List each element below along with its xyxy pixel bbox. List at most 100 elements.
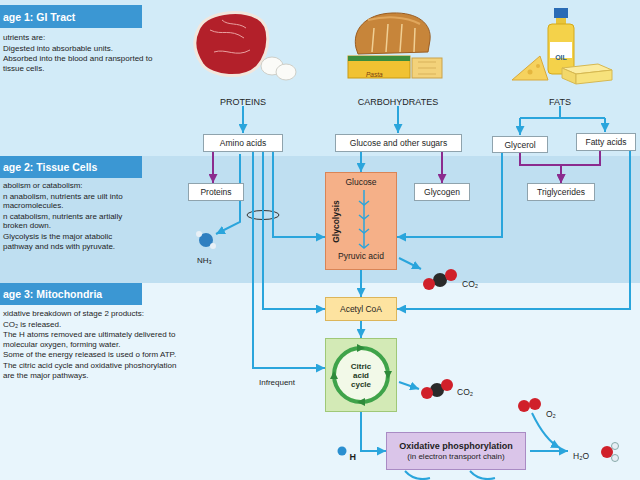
flow-line <box>519 118 521 135</box>
node-text: age 2: Tissue Cells <box>3 161 97 173</box>
flow-line <box>470 471 495 479</box>
stage-note: n anabolism, nutrients are uilt into mac… <box>3 192 128 211</box>
stage-notes: xidative breakdown of stage 2 products:C… <box>3 309 185 381</box>
flow-arrow <box>212 152 214 183</box>
package-text: Pasta <box>366 71 383 78</box>
bread-pasta-illustration <box>412 58 442 78</box>
molecule-label: CO₂ <box>457 381 473 399</box>
fats-illustration <box>562 68 576 84</box>
glycolysis-arrows <box>359 229 369 233</box>
bread-pasta-illustration <box>418 62 436 74</box>
food-group-label: FATS <box>549 97 571 107</box>
flow-arrow <box>360 270 362 297</box>
cycle-ring <box>357 398 365 406</box>
node-text: age 1: GI Tract <box>3 11 75 23</box>
cycle-ring <box>336 350 386 400</box>
meat-illustration <box>195 13 268 76</box>
flow-line <box>397 106 399 133</box>
fats-illustration <box>576 70 612 84</box>
molecule-icon <box>421 387 433 399</box>
molecule-label: NH₃ <box>197 249 212 267</box>
cycle-ring <box>334 348 388 402</box>
flow-line <box>520 106 605 118</box>
package-text: OIL <box>555 54 567 61</box>
node-text: Glycolysis <box>331 192 342 252</box>
molecule-icon <box>529 398 541 410</box>
bread-pasta-illustration <box>348 56 410 61</box>
fats-illustration <box>536 64 540 68</box>
molecule-label: CO₂ <box>462 273 478 291</box>
node-text: Triglycerides <box>537 187 585 197</box>
fats-illustration <box>548 24 574 74</box>
glycolysis-arrows <box>359 215 369 219</box>
food-group-label: PROTEINS <box>220 91 266 109</box>
citric-cycle-box: Citric acid cycle <box>325 338 397 412</box>
flow-arrow <box>361 412 386 451</box>
node-text: Citric acid cycle <box>343 362 379 389</box>
stage-header: age 1: GI Tract <box>0 5 142 28</box>
node-text: Amino acids <box>220 138 266 148</box>
stage-note: Absorbed into the blood and ransported t… <box>3 54 153 73</box>
stage-note: The citric acid cycle and oxidative phos… <box>3 361 185 380</box>
fats-illustration <box>554 8 568 18</box>
acetyl-coa-box: Acetyl CoA <box>325 297 397 321</box>
flow-line <box>242 106 244 133</box>
stage-band <box>0 156 640 283</box>
meat-illustration <box>195 13 296 80</box>
molecule-icon <box>210 243 216 249</box>
molecule-icon <box>612 443 619 450</box>
flow-arrow <box>441 152 443 183</box>
molecule-icon <box>445 269 457 281</box>
flow-line <box>399 382 419 389</box>
nutrient-box: Glycerol <box>492 136 548 153</box>
flow-arrow <box>273 152 325 237</box>
food-group-label: FATS <box>549 91 571 109</box>
stage-note: n catabolism, nutrients are artially bro… <box>3 212 128 231</box>
node-text: Glycerol <box>504 140 535 150</box>
stage-note: CO₂ is released. <box>3 320 185 330</box>
node-text: Oxidative phosphorylation <box>399 440 513 452</box>
flow-arrow <box>397 151 630 309</box>
package-text: Pasta <box>366 63 383 81</box>
stage-band <box>0 0 640 156</box>
node-text: Proteins <box>200 187 231 197</box>
edge-label: Infrequent <box>259 371 295 389</box>
storage-box: Glycogen <box>414 183 470 201</box>
storage-box: Triglycerides <box>527 183 595 201</box>
package-text: OIL <box>555 46 567 64</box>
cycle-ring <box>330 371 338 379</box>
meat-illustration <box>210 20 250 53</box>
stage-header: age 3: Mitochondria <box>0 283 142 305</box>
flow-line <box>530 450 568 452</box>
node-text: Glycogen <box>424 187 460 197</box>
molecule-icon <box>518 400 530 412</box>
molecule-icon <box>196 231 202 237</box>
stage-note: The H atoms removed are ultimately deliv… <box>3 330 185 349</box>
meat-illustration <box>276 64 296 80</box>
glycolysis-arrows <box>359 201 369 205</box>
stage-note: abolism or catabolism: <box>3 181 128 191</box>
molecule-icon <box>441 379 453 391</box>
molecule-icon <box>601 446 613 458</box>
flow-line <box>405 471 430 479</box>
nutrient-box: Glucose and other sugars <box>335 134 462 152</box>
flow-arrow <box>397 153 502 237</box>
molecule-label: NH₃ <box>197 256 212 265</box>
node-text: age 3: Mitochondria <box>3 288 102 300</box>
flow-line <box>399 258 421 269</box>
flow-arrow <box>263 152 325 309</box>
molecule-label: H₂O <box>573 445 589 463</box>
stage-band <box>0 283 640 480</box>
molecule-icon <box>338 447 347 456</box>
flow-arrow <box>360 152 362 172</box>
flow-line <box>604 118 606 132</box>
node-text: Glucose and other sugars <box>350 138 447 148</box>
node-text: (in electron transport chain) <box>407 452 504 462</box>
food-group-label: CARBOHYDRATES <box>358 91 438 109</box>
node-text: Acetyl CoA <box>340 304 382 314</box>
molecule-icon <box>423 278 435 290</box>
molecule-icon <box>433 273 447 287</box>
food-group-label: PROTEINS <box>220 97 266 107</box>
